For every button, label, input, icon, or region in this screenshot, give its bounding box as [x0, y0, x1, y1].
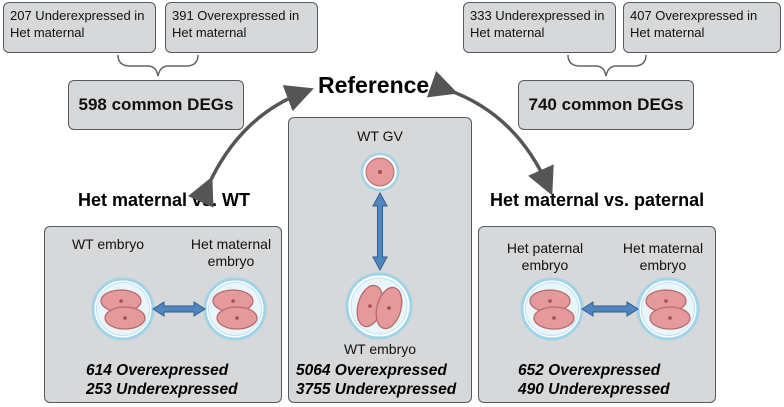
reference-title: Reference: [318, 72, 430, 98]
right-overexpressed: 652 Overexpressed: [518, 362, 661, 379]
right-curved-arrow: [426, 70, 554, 196]
left-horizontal-double-arrow-icon: [152, 301, 206, 317]
left-panel-stats: 614 Overexpressed 253 Underexpressed: [86, 361, 238, 399]
left-brace: [117, 54, 199, 77]
reference-overexpressed: 5064 Overexpressed: [296, 362, 447, 379]
right-het-maternal-embryo-label: Het maternal embryo: [622, 240, 704, 273]
left-overexpressed-box: 391 Overexpressed in Het maternal: [165, 2, 318, 53]
right-panel-stats: 652 Overexpressed 490 Underexpressed: [518, 361, 670, 399]
wt-gv-label: WT GV: [357, 128, 403, 144]
left-underexpressed-box: 207 Underexpressed in Het maternal: [3, 2, 156, 53]
reference-underexpressed: 3755 Underexpressed: [296, 381, 457, 398]
left-wt-embryo-label: WT embryo: [71, 236, 145, 252]
right-horizontal-double-arrow-icon: [581, 301, 639, 317]
left-wt-embryo-icon: [91, 277, 155, 341]
reference-wt-embryo-label: WT embryo: [343, 341, 417, 357]
right-brace: [567, 54, 647, 77]
vertical-double-arrow-icon: [372, 191, 388, 272]
left-het-maternal-embryo-icon: [203, 277, 267, 341]
left-underexpressed: 253 Underexpressed: [86, 381, 238, 398]
left-overexpressed-text: 391 Overexpressed in Het maternal: [172, 8, 300, 40]
right-het-maternal-embryo-icon: [636, 277, 700, 341]
right-common-degs-text: 740 common DEGs: [528, 95, 684, 114]
reference-stats: 5064 Overexpressed 3755 Underexpressed: [296, 361, 456, 399]
left-curved-arrow: [187, 85, 314, 208]
right-het-paternal-embryo-label: Het paternal embryo: [506, 240, 584, 273]
right-underexpressed-box: 333 Underexpressed in Het maternal: [463, 2, 616, 53]
left-overexpressed: 614 Overexpressed: [86, 362, 229, 379]
right-underexpressed: 490 Underexpressed: [518, 381, 670, 398]
gv-oocyte-icon: [360, 152, 400, 192]
reference-embryo-icon: [345, 272, 413, 340]
left-het-maternal-embryo-label: Het maternal embryo: [190, 236, 272, 269]
left-underexpressed-text: 207 Underexpressed in Het maternal: [10, 8, 145, 40]
right-overexpressed-text: 407 Overexpressed in Het maternal: [630, 8, 758, 40]
right-underexpressed-text: 333 Underexpressed in Het maternal: [470, 8, 605, 40]
right-overexpressed-box: 407 Overexpressed in Het maternal: [623, 2, 781, 53]
right-het-paternal-embryo-icon: [520, 277, 584, 341]
